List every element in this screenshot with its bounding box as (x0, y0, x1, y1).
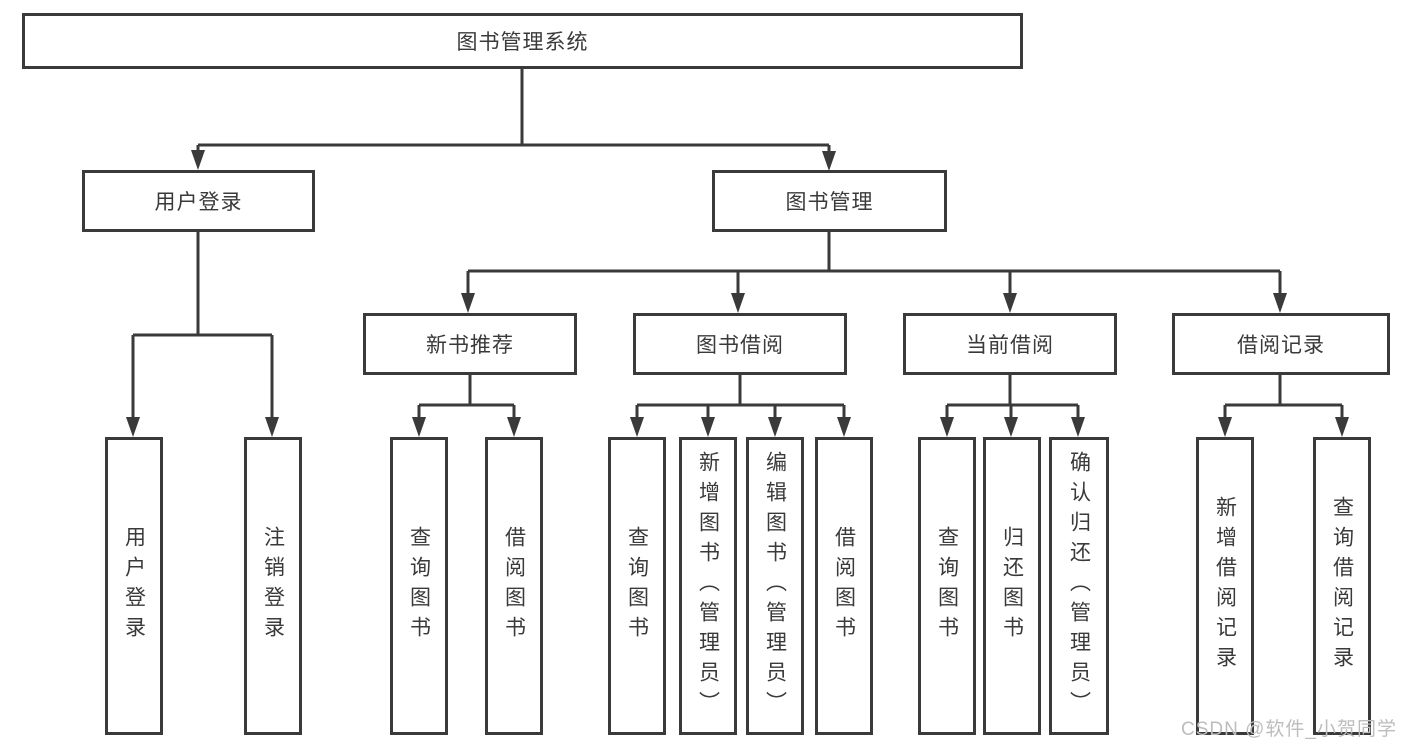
leaf-confirm-return-admin: 确认归还（管理员） (1049, 437, 1109, 735)
node-label: 确认归还（管理员） (1067, 451, 1091, 721)
node-current-borrowing: 当前借阅 (903, 313, 1117, 375)
node-book-management-branch: 图书管理 (712, 170, 947, 232)
leaf-query-books-current: 查询图书 (918, 437, 976, 735)
leaf-user-login: 用户登录 (105, 437, 163, 735)
node-label: 新增图书（管理员） (696, 451, 720, 721)
leaf-query-borrow-record: 查询借阅记录 (1313, 437, 1371, 735)
leaf-logout: 注销登录 (244, 437, 302, 735)
node-label: 图书借阅 (696, 334, 784, 357)
node-label: 新增借阅记录 (1213, 496, 1237, 676)
leaf-borrow-books-borrowing: 借阅图书 (815, 437, 873, 735)
node-borrowing-records: 借阅记录 (1172, 313, 1390, 375)
node-label: 图书管理系统 (456, 31, 589, 54)
node-label: 当前借阅 (966, 334, 1054, 357)
leaf-query-books-recommend: 查询图书 (390, 437, 448, 735)
leaf-borrow-books-recommend: 借阅图书 (485, 437, 543, 735)
node-label: 查询图书 (625, 526, 649, 646)
node-label: 图书管理 (785, 191, 874, 214)
node-label: 查询图书 (407, 526, 431, 646)
node-label: 新书推荐 (426, 334, 514, 357)
node-label: 注销登录 (261, 526, 285, 646)
node-label: 编辑图书（管理员） (763, 451, 787, 721)
leaf-return-book: 归还图书 (983, 437, 1041, 735)
leaf-query-books-borrowing: 查询图书 (608, 437, 666, 735)
node-new-book-recommend: 新书推荐 (363, 313, 577, 375)
node-label: 归还图书 (1000, 526, 1024, 646)
leaf-edit-book-admin: 编辑图书（管理员） (746, 437, 804, 735)
node-book-borrowing: 图书借阅 (633, 313, 847, 375)
node-label: 查询借阅记录 (1330, 496, 1354, 676)
node-label: 用户登录 (154, 191, 243, 214)
leaf-add-borrow-record: 新增借阅记录 (1196, 437, 1254, 735)
node-user-login-branch: 用户登录 (82, 170, 315, 232)
node-label: 借阅记录 (1237, 334, 1325, 357)
node-label: 用户登录 (122, 526, 146, 646)
csdn-watermark: CSDN @软件_小贺同学 (1181, 719, 1397, 740)
node-label: 借阅图书 (502, 526, 526, 646)
node-label: 查询图书 (935, 526, 959, 646)
node-root-system: 图书管理系统 (22, 13, 1023, 69)
node-label: 借阅图书 (832, 526, 856, 646)
leaf-add-book-admin: 新增图书（管理员） (679, 437, 737, 735)
